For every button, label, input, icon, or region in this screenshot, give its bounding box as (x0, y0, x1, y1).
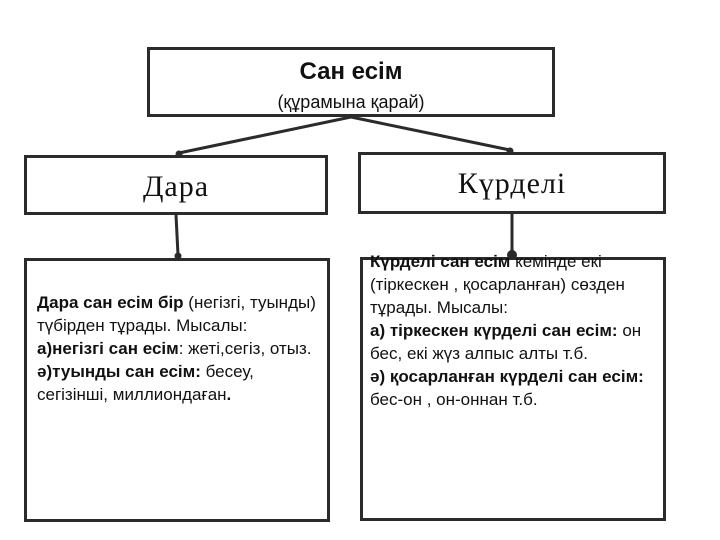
root-to-kurdeli-line (350, 115, 511, 152)
kurdeli-description-box: Күрделі сан есім кемінде екі (тіркескен … (360, 252, 666, 521)
kurdeli-example-b-text: бес-он , он-оннан т.б. (370, 390, 538, 409)
root-node: Сан есім (құрамына қарай) (147, 47, 555, 117)
kurdeli-node: Күрделі (358, 152, 666, 214)
root-to-dara-line (178, 115, 352, 155)
kurdeli-description: Күрделі сан есім кемінде екі (тіркескен … (370, 250, 666, 411)
dara-example-a-bold: а)негізгі сан есім (37, 339, 179, 358)
dara-example-a-text: : жеті,сегіз, отыз. (178, 339, 312, 358)
root-subtitle: (құрамына қарай) (277, 92, 425, 112)
dara-to-desc-line (174, 214, 180, 256)
dara-intro-bold: Дара сан есім бір (37, 293, 184, 312)
dara-example-b-bold: ә)туынды сан есім: (37, 362, 201, 381)
kurdeli-example-b-bold: ә) қосарланған күрделі сан есім: (370, 367, 644, 386)
kurdeli-intro-text: кемінде екі (тіркескен , қосарланған) сө… (370, 252, 625, 317)
kurdeli-example-a-text: он бес, екі жүз алпыс алты т.б. (370, 321, 642, 363)
kurdeli-example-a-bold: а) тіркескен күрделі сан есім: (370, 321, 618, 340)
dara-description: Дара сан есім бір (негізгі, туынды) түбі… (37, 291, 323, 406)
dara-example-b-text: бесеу, сегізінші, миллиондаған (37, 362, 254, 404)
dara-description-box: Дара сан есім бір (негізгі, туынды) түбі… (24, 258, 330, 522)
dara-node: Дара (24, 155, 328, 215)
kurdeli-intro-bold: Күрделі сан есім (370, 252, 511, 271)
root-title: Сан есім (299, 58, 403, 85)
dara-intro-text: (негізгі, туынды) түбірден тұрады. Мысал… (37, 293, 316, 335)
dara-example-b-end: . (226, 385, 232, 404)
dara-label: Дара (142, 170, 210, 203)
dara-to-desc-arrowhead (174, 252, 182, 260)
kurdeli-label: Күрделі (457, 167, 567, 200)
